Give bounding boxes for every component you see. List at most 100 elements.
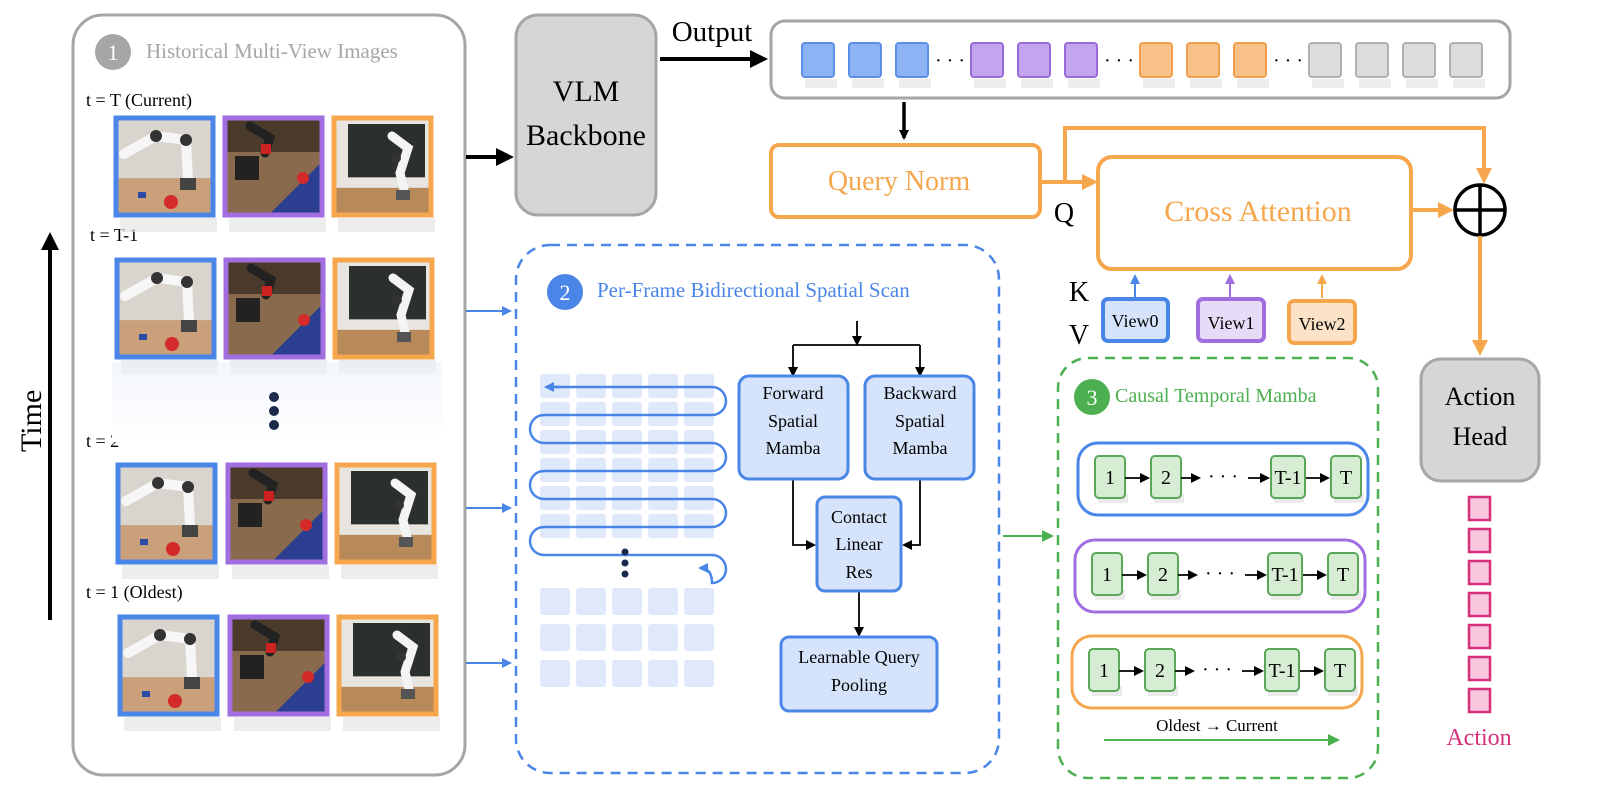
frame-thumbnail-view0 [113, 115, 217, 232]
frame-thumbnail-view0 [115, 462, 219, 579]
chain-node [1324, 648, 1356, 692]
action-label: Action [1446, 725, 1511, 751]
token-shadow [852, 79, 884, 88]
vlm-backbone-box: VLM Backbone [514, 13, 658, 217]
contact-line3: Res [846, 562, 873, 582]
output-token [1064, 42, 1098, 78]
chain-node [1270, 455, 1306, 499]
chain-node [1327, 552, 1359, 596]
action-token [1467, 655, 1492, 682]
scan-path [528, 385, 728, 585]
vlm-line1: VLM [553, 75, 620, 108]
cross-attention-box: Cross Attention [1096, 155, 1413, 271]
backward-line2: Spatial [895, 411, 945, 431]
output-token [801, 42, 835, 78]
vlm-line2: Backbone [526, 119, 646, 152]
chain-ellipsis: · · · [1202, 659, 1232, 681]
chain-node [1150, 455, 1182, 499]
output-token [1308, 42, 1342, 78]
query-norm-box: Query Norm [769, 143, 1042, 219]
chain-ellipsis: · · · [1205, 563, 1235, 585]
contact-linear-res-box: Contact Linear Res [815, 495, 903, 593]
frame-thumbnail-view1 [223, 257, 327, 374]
action-head-line1: Action [1445, 382, 1516, 411]
token-shadow [1190, 79, 1222, 88]
output-token [1233, 42, 1267, 78]
frame-thumbnail-view2 [332, 257, 436, 374]
view2-box: View2 [1287, 274, 1357, 345]
chain-node-label: 2 [1155, 660, 1165, 682]
panel1-title: Historical Multi-View Images [146, 39, 398, 63]
action-token [1467, 559, 1492, 586]
patch-cell [648, 588, 678, 615]
token-shadow [1453, 79, 1485, 88]
frame-thumbnail-view2 [336, 614, 440, 731]
output-token [1449, 42, 1483, 78]
learnable-query-pooling-box: Learnable Query Pooling [779, 635, 939, 713]
view1-label: View1 [1208, 313, 1255, 333]
token-shadow [805, 79, 837, 88]
token-shadow [1143, 79, 1175, 88]
patch-cell [576, 588, 606, 615]
token-shadow [1312, 79, 1344, 88]
pooling-line1: Learnable Query [798, 647, 919, 667]
chain-node-label: T-1 [1274, 467, 1301, 489]
chain-node-label: T [1337, 564, 1349, 586]
chain-node [1267, 552, 1303, 596]
output-token-bar: · · ·· · ·· · · [769, 19, 1512, 100]
action-token [1467, 623, 1492, 650]
token-shadow [899, 79, 931, 88]
patch-cell [540, 660, 570, 687]
panel3-title: Causal Temporal Mamba [1115, 385, 1317, 407]
row-label-oldest: t = 1 (Oldest) [86, 582, 183, 603]
forward-line1: Forward [763, 383, 824, 403]
row-label-current: t = T (Current) [86, 90, 192, 111]
patch-cell [648, 624, 678, 651]
chain-node [1144, 648, 1176, 692]
chain-ellipsis: · · · [1208, 466, 1238, 488]
forward-spatial-mamba-box: Forward Spatial Mamba [737, 374, 850, 481]
oldest-to-current-indicator: Oldest → Current [1104, 716, 1340, 746]
token-ellipsis: · · · [1104, 50, 1134, 72]
q-label: Q [1054, 198, 1074, 229]
sum-circle [1453, 183, 1507, 237]
contact-line2: Linear [836, 534, 883, 554]
chain-node-label: 2 [1158, 564, 1168, 586]
view1-box: View1 [1196, 274, 1266, 343]
action-token-stack [1467, 495, 1492, 714]
k-label: K [1069, 277, 1089, 308]
grid-ellipsis-dots [621, 548, 629, 578]
cross-attention-label: Cross Attention [1164, 195, 1352, 228]
v-label: V [1069, 320, 1089, 351]
backward-line3: Mamba [893, 438, 948, 458]
patch-cell [684, 588, 714, 615]
output-token [1017, 42, 1051, 78]
patch-cell [612, 660, 642, 687]
output-token [848, 42, 882, 78]
output-token [1402, 42, 1436, 78]
panel3-number-badge [1074, 379, 1110, 415]
output-token [970, 42, 1004, 78]
token-shadow [1068, 79, 1100, 88]
pooling-line2: Pooling [831, 675, 887, 695]
patch-cell [540, 588, 570, 615]
patch-cell [684, 660, 714, 687]
frame-thumbnail-view1 [225, 462, 329, 579]
query-norm-label: Query Norm [828, 166, 971, 197]
frame-thumbnail-view2 [331, 115, 435, 232]
token-shadow [1237, 79, 1269, 88]
frame-thumbnail-view2 [334, 462, 438, 579]
chain-node [1094, 455, 1126, 499]
view0-label: View0 [1112, 311, 1159, 331]
chain-node [1147, 552, 1179, 596]
frame-thumbnail-view0 [117, 614, 221, 731]
chain-node-label: 1 [1099, 660, 1109, 682]
token-shadow [974, 79, 1006, 88]
view2-label: View2 [1299, 314, 1346, 334]
chain-node-label: 1 [1105, 467, 1115, 489]
chain-node-label: T [1334, 660, 1346, 682]
action-head-box: Action Head [1419, 357, 1541, 483]
forward-line3: Mamba [766, 438, 821, 458]
